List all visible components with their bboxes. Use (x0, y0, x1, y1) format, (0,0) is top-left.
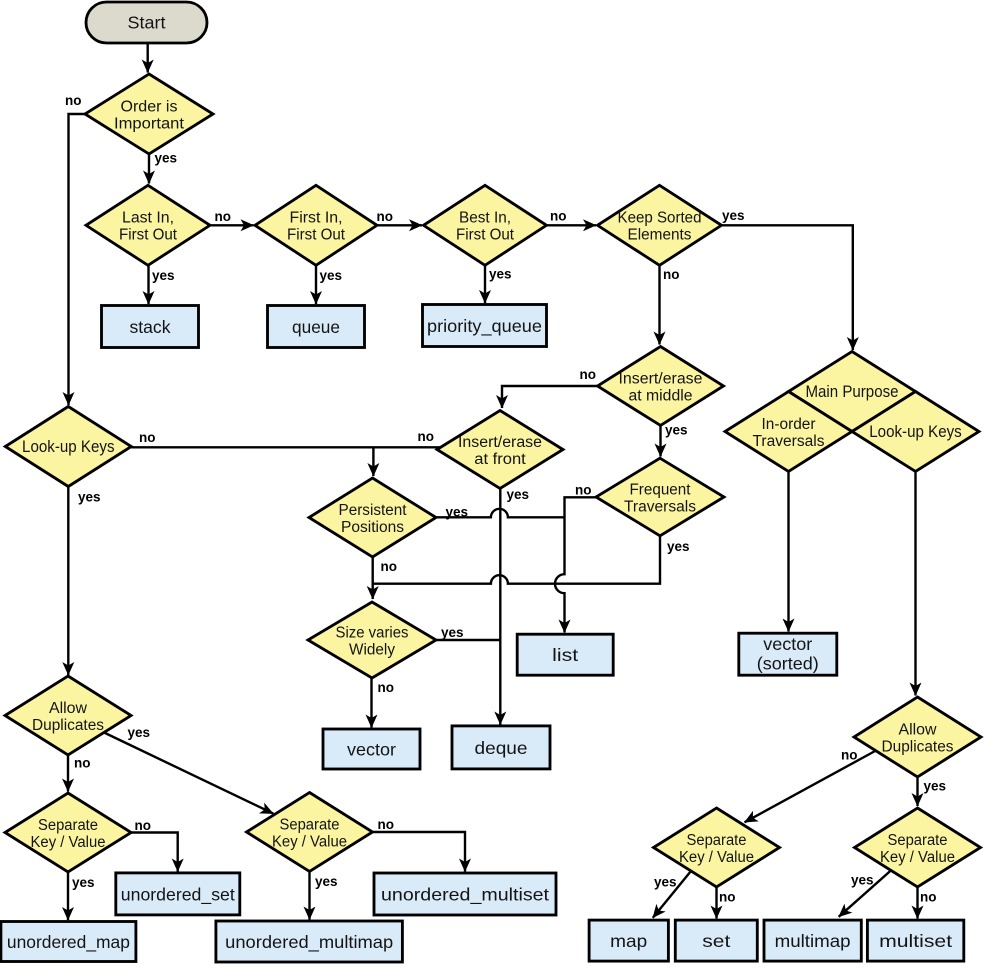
svg-text:no: no (135, 818, 152, 833)
svg-text:yes: yes (72, 875, 95, 890)
svg-text:Separate: Separate (280, 816, 340, 833)
svg-text:Key / Value: Key / Value (31, 834, 106, 851)
svg-text:Elements: Elements (628, 227, 692, 244)
svg-text:yes: yes (667, 539, 690, 554)
svg-text:no: no (378, 817, 395, 832)
svg-text:Key / Value: Key / Value (880, 849, 955, 866)
svg-text:multimap: multimap (775, 931, 851, 951)
svg-text:Look-up Keys: Look-up Keys (22, 438, 115, 456)
svg-text:unordered_set: unordered_set (121, 884, 235, 904)
svg-text:Look-up Keys: Look-up Keys (869, 423, 962, 441)
svg-text:unordered_multimap: unordered_multimap (225, 932, 393, 952)
svg-text:vector: vector (763, 634, 812, 654)
svg-text:Allow: Allow (899, 721, 938, 738)
svg-text:yes: yes (507, 487, 530, 502)
svg-text:Best In,: Best In, (459, 210, 511, 227)
svg-text:yes: yes (78, 490, 101, 505)
svg-text:yes: yes (441, 625, 464, 640)
svg-text:no: no (65, 93, 82, 108)
svg-text:Important: Important (114, 115, 185, 132)
svg-text:yes: yes (654, 875, 677, 890)
svg-text:Positions: Positions (341, 519, 404, 536)
svg-text:deque: deque (475, 738, 528, 758)
svg-text:In-order: In-order (762, 416, 816, 433)
svg-text:Separate: Separate (888, 832, 948, 849)
svg-text:Keep Sorted: Keep Sorted (618, 210, 702, 227)
svg-text:Duplicates: Duplicates (32, 717, 104, 734)
svg-text:queue: queue (292, 317, 340, 337)
svg-text:no: no (550, 209, 567, 224)
svg-text:stack: stack (130, 317, 171, 337)
svg-text:unordered_map: unordered_map (7, 932, 130, 952)
svg-text:yes: yes (665, 423, 688, 438)
svg-text:unordered_multiset: unordered_multiset (381, 884, 549, 904)
svg-text:First Out: First Out (456, 227, 515, 244)
svg-text:no: no (378, 680, 395, 695)
svg-text:Insert/erase: Insert/erase (619, 370, 703, 387)
svg-text:First In,: First In, (290, 210, 343, 227)
svg-text:Traversals: Traversals (753, 433, 825, 450)
svg-text:Separate: Separate (687, 832, 747, 849)
svg-text:no: no (74, 756, 91, 771)
svg-text:no: no (580, 367, 597, 382)
svg-text:yes: yes (446, 505, 469, 520)
svg-text:no: no (418, 429, 435, 444)
svg-text:map: map (610, 931, 647, 951)
svg-text:no: no (719, 890, 736, 905)
svg-text:no: no (381, 559, 398, 574)
svg-text:Allow: Allow (49, 700, 88, 717)
svg-text:Key / Value: Key / Value (679, 849, 754, 866)
svg-text:Frequent: Frequent (630, 481, 692, 498)
svg-text:Insert/erase: Insert/erase (458, 434, 542, 451)
svg-text:no: no (139, 430, 156, 445)
svg-text:yes: yes (851, 873, 874, 888)
svg-text:yes: yes (924, 779, 947, 794)
svg-text:yes: yes (128, 725, 151, 740)
svg-text:vector: vector (347, 739, 396, 759)
svg-text:multiset: multiset (879, 931, 952, 951)
svg-text:list: list (552, 645, 578, 665)
svg-text:(sorted): (sorted) (757, 653, 819, 673)
svg-text:Widely: Widely (349, 641, 395, 658)
svg-text:First Out: First Out (287, 227, 346, 244)
svg-text:at front: at front (474, 451, 526, 468)
svg-text:Key / Value: Key / Value (272, 833, 347, 850)
svg-text:Last In,: Last In, (122, 210, 174, 227)
svg-text:set: set (702, 931, 730, 951)
svg-text:no: no (575, 483, 592, 498)
svg-text:Start: Start (128, 12, 166, 32)
svg-text:yes: yes (315, 874, 338, 889)
svg-text:no: no (663, 267, 680, 282)
svg-text:Duplicates: Duplicates (882, 738, 954, 755)
svg-text:priority_queue: priority_queue (427, 316, 542, 336)
svg-text:yes: yes (155, 151, 178, 166)
svg-text:yes: yes (152, 268, 175, 283)
svg-text:no: no (841, 748, 858, 763)
svg-text:at middle: at middle (629, 387, 693, 404)
svg-text:Persistent: Persistent (339, 502, 408, 519)
svg-text:Separate: Separate (38, 817, 98, 834)
svg-text:yes: yes (489, 267, 512, 282)
svg-text:no: no (377, 209, 394, 224)
svg-text:yes: yes (722, 208, 745, 223)
svg-text:yes: yes (320, 268, 343, 283)
svg-text:no: no (920, 890, 937, 905)
svg-text:Main Purpose: Main Purpose (806, 383, 899, 401)
svg-text:Traversals: Traversals (624, 498, 696, 515)
svg-text:First Out: First Out (119, 227, 178, 244)
svg-text:Order is: Order is (121, 98, 178, 115)
svg-text:Size varies: Size varies (336, 624, 409, 641)
svg-text:no: no (215, 209, 232, 224)
